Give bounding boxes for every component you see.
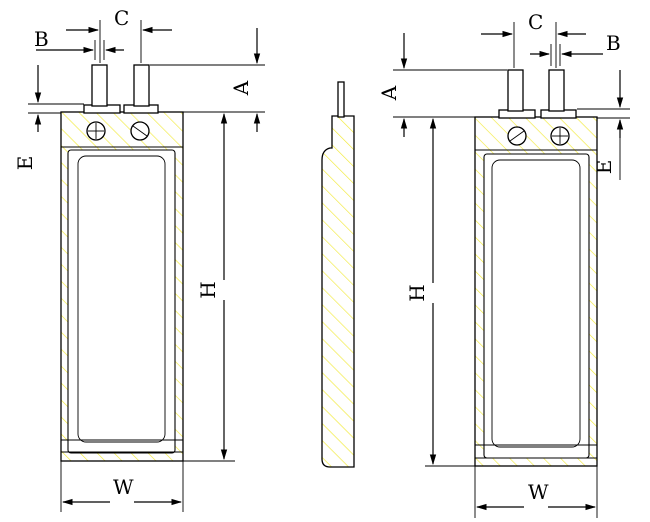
left-tab-1 (91, 64, 108, 107)
front-view-right: A B C E H W (377, 10, 630, 518)
right-dim-A-label: A (377, 85, 401, 101)
left-screw-2 (130, 121, 150, 141)
left-dim-E-label: E (13, 156, 37, 171)
right-inner-window (483, 153, 590, 459)
side-view-body (321, 115, 355, 468)
left-screw-1 (86, 121, 106, 141)
left-dim-B-label: B (34, 27, 49, 51)
right-screw-2 (550, 126, 570, 146)
side-view-tab (337, 81, 345, 118)
left-inner-window (67, 149, 176, 454)
right-dim-B-label: B (606, 31, 621, 55)
right-dim-C-label: C (528, 10, 543, 34)
right-tab-2 (548, 69, 565, 112)
front-view-left: A B C E H W (13, 6, 265, 512)
right-screw-1 (507, 126, 527, 146)
right-tab-1 (507, 69, 524, 112)
left-dim-W-label: W (113, 475, 134, 499)
side-view (321, 81, 355, 468)
right-dim-E-label: E (592, 160, 616, 175)
right-dim-H-label: H (405, 284, 429, 301)
left-dim-A-label: A (229, 80, 253, 96)
left-tab-2 (133, 64, 150, 107)
right-dim-W-label: W (528, 480, 549, 504)
left-dim-C-label: C (114, 6, 129, 30)
left-dim-H-label: H (196, 281, 220, 298)
